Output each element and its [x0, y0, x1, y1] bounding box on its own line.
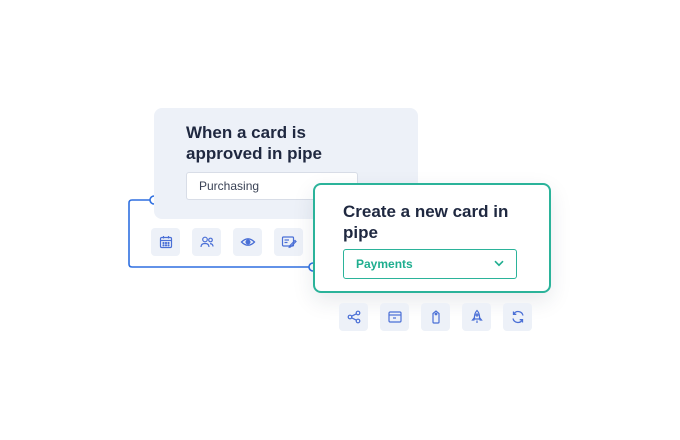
window-icon[interactable] [380, 303, 409, 331]
chevron-down-icon [494, 260, 504, 267]
rocket-icon[interactable] [462, 303, 491, 331]
calendar-icon[interactable] [151, 228, 180, 256]
action-icon-row [339, 303, 532, 331]
eye-icon[interactable] [233, 228, 262, 256]
edit-form-icon[interactable] [274, 228, 303, 256]
tag-icon[interactable] [421, 303, 450, 331]
action-card: Create a new card in pipe Payments [313, 183, 551, 293]
share-nodes-icon[interactable] [339, 303, 368, 331]
action-pipe-value: Payments [356, 257, 413, 271]
users-icon[interactable] [192, 228, 221, 256]
action-title: Create a new card in pipe [343, 202, 509, 242]
action-pipe-select[interactable]: Payments [343, 249, 517, 279]
refresh-icon[interactable] [503, 303, 532, 331]
trigger-icon-row [151, 228, 303, 256]
trigger-title: When a card is approved in pipe [186, 123, 323, 163]
trigger-pipe-value: Purchasing [199, 179, 260, 193]
